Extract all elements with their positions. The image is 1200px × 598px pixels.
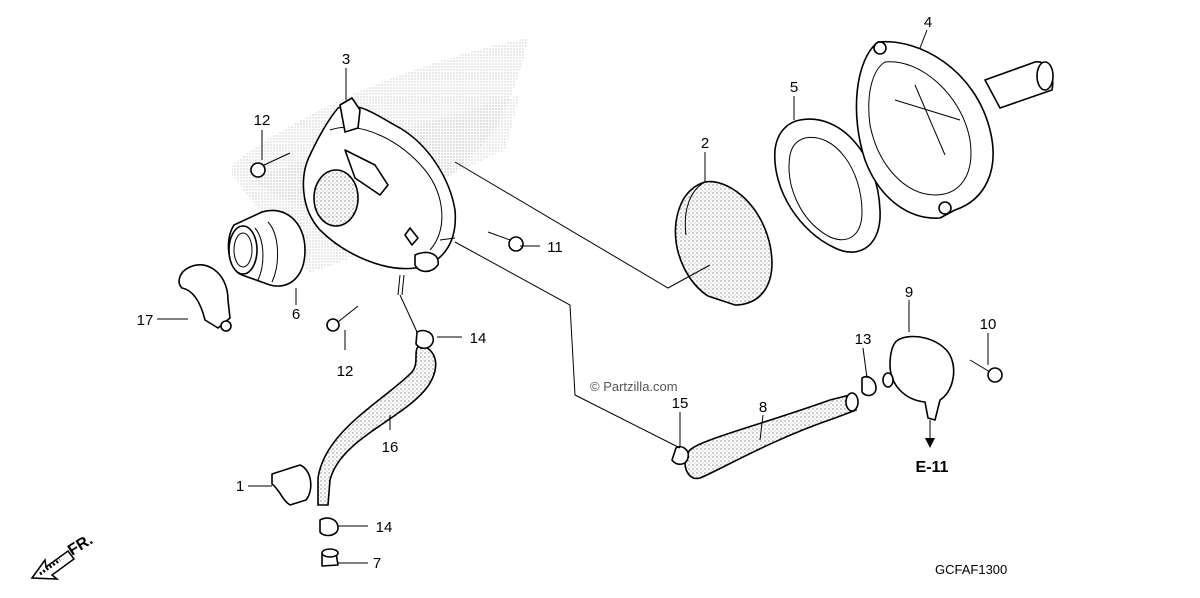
drain-tube-8 xyxy=(684,392,859,480)
part-label-1: 1 xyxy=(236,478,244,495)
part-label-10: 10 xyxy=(980,316,997,333)
part-label-16: 16 xyxy=(382,439,399,456)
air-cleaner-cover xyxy=(855,40,1054,219)
part-label-12-lower: 12 xyxy=(337,363,354,380)
front-direction-arrow: FR. xyxy=(30,531,96,580)
tube-band xyxy=(178,263,232,332)
screw-10 xyxy=(969,359,1003,383)
part-label-17: 17 xyxy=(137,312,154,329)
part-label-14-lower: 14 xyxy=(376,519,393,536)
drain-joint xyxy=(882,335,955,448)
part-label-8: 8 xyxy=(759,399,767,416)
air-cleaner-case xyxy=(302,97,457,296)
reference-e11: E-11 xyxy=(916,459,949,476)
part-label-7: 7 xyxy=(373,555,381,572)
part-label-12-upper: 12 xyxy=(254,112,271,129)
plug-7 xyxy=(321,548,339,567)
connecting-tube xyxy=(227,209,306,287)
drain-tube-16 xyxy=(317,344,437,506)
part-label-13: 13 xyxy=(855,331,872,348)
part-label-11: 11 xyxy=(547,239,563,256)
part-label-4: 4 xyxy=(924,14,932,31)
part-label-2: 2 xyxy=(701,135,709,152)
screw-11 xyxy=(487,231,524,252)
part-label-3: 3 xyxy=(342,51,350,68)
bolt-12-lower xyxy=(326,305,359,332)
clip-14-upper xyxy=(415,329,435,350)
clip-13 xyxy=(861,375,877,397)
part-labels: 1 2 3 4 5 6 7 8 9 10 11 12 12 13 14 14 1… xyxy=(137,14,997,572)
clamp-1 xyxy=(271,464,312,506)
part-label-15: 15 xyxy=(672,395,689,412)
part-label-5: 5 xyxy=(790,79,798,96)
leader-lines xyxy=(157,29,989,564)
clip-15 xyxy=(671,445,690,466)
bolt-12-upper xyxy=(250,152,291,178)
air-cleaner-element xyxy=(674,180,773,306)
clip-14-lower xyxy=(319,517,339,537)
seal-ring xyxy=(774,118,881,253)
part-label-9: 9 xyxy=(905,284,913,301)
watermark: © Partzilla.com xyxy=(590,379,678,394)
drawing-code: GCFAF1300 xyxy=(935,562,1007,577)
part-label-6: 6 xyxy=(292,306,300,323)
part-label-14-upper: 14 xyxy=(470,330,487,347)
